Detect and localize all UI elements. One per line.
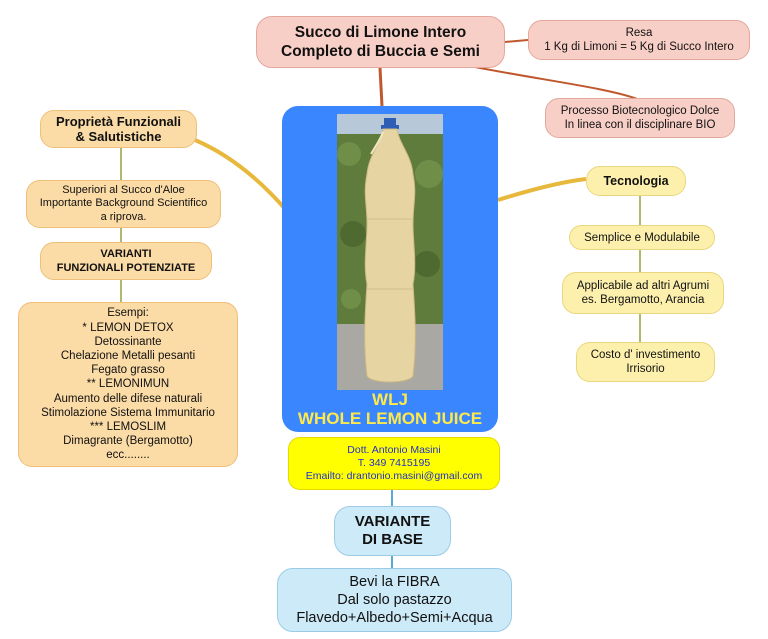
esempi-line-4: Chelazione Metalli pesanti bbox=[60, 349, 196, 362]
superiori-line-2: Importante Background Scientifico bbox=[39, 197, 208, 210]
proprieta-node[interactable]: Proprietà Funzionali & Salutistiche bbox=[40, 110, 197, 148]
varianti-node[interactable]: VARIANTI FUNZIONALI POTENZIATE bbox=[40, 242, 212, 280]
varianti-line-1: VARIANTI bbox=[100, 248, 152, 260]
tecnologia-label: Tecnologia bbox=[603, 174, 669, 188]
esempi-line-8: Stimolazione Sistema Immunitario bbox=[41, 406, 215, 419]
esempi-node[interactable]: Esempi: * LEMON DETOX Detossinante Chela… bbox=[18, 302, 238, 467]
esempi-line-9: *** LEMOSLIM bbox=[89, 421, 167, 433]
applicabile-line-1: Applicabile ad altri Agrumi bbox=[576, 280, 710, 292]
center-title: WLJ WHOLE LEMON JUICE bbox=[282, 390, 498, 428]
esempi-line-3: Detossinante bbox=[94, 335, 162, 348]
center-title-line-2: WHOLE LEMON JUICE bbox=[297, 409, 483, 428]
resa-node[interactable]: Resa 1 Kg di Limoni = 5 Kg di Succo Inte… bbox=[528, 20, 750, 60]
semplice-node[interactable]: Semplice e Modulabile bbox=[569, 225, 715, 250]
root-line-1: Succo di Limone Intero bbox=[294, 24, 467, 41]
fibra-line-1: Bevi la FIBRA bbox=[349, 574, 440, 590]
esempi-line-1: Esempi: bbox=[107, 307, 149, 320]
bottle-illustration bbox=[337, 114, 443, 390]
costo-line-1: Costo d' investimento bbox=[590, 349, 701, 361]
variante-base-node[interactable]: VARIANTE DI BASE bbox=[334, 506, 451, 556]
esempi-line-2: * LEMON DETOX bbox=[82, 321, 174, 334]
applicabile-node[interactable]: Applicabile ad altri Agrumi es. Bergamot… bbox=[562, 272, 724, 314]
tecnologia-node[interactable]: Tecnologia bbox=[586, 166, 686, 196]
esempi-line-10: Dimagrante (Bergamotto) bbox=[63, 435, 193, 448]
contact-phone: T. 349 7415195 bbox=[357, 457, 431, 469]
contact-node[interactable]: Dott. Antonio Masini T. 349 7415195 Emai… bbox=[288, 437, 500, 490]
applicabile-line-2: es. Bergamotto, Arancia bbox=[581, 294, 705, 306]
variante-line-1: VARIANTE bbox=[354, 513, 431, 530]
resa-line-1: Resa bbox=[625, 27, 653, 39]
link-center-proprieta bbox=[194, 138, 288, 212]
processo-node[interactable]: Processo Biotecnologico Dolce In linea c… bbox=[545, 98, 735, 138]
resa-line-2: 1 Kg di Limoni = 5 Kg di Succo Intero bbox=[544, 41, 734, 53]
varianti-line-2: FUNZIONALI POTENZIATE bbox=[56, 262, 196, 274]
link-root-center bbox=[378, 67, 384, 107]
costo-line-2: Irrisorio bbox=[626, 363, 665, 375]
link-center-tecnologia bbox=[497, 177, 587, 202]
superiori-line-1: Superiori al Succo d'Aloe bbox=[62, 183, 185, 196]
semplice-label: Semplice e Modulabile bbox=[584, 231, 700, 244]
fibra-line-3: Flavedo+Albedo+Semi+Acqua bbox=[296, 610, 493, 626]
contact-name: Dott. Antonio Masini bbox=[347, 444, 441, 456]
proprieta-line-2: & Salutistiche bbox=[75, 129, 162, 144]
esempi-line-7: Aumento delle difese naturali bbox=[53, 392, 203, 405]
superiori-line-3: a riprova. bbox=[100, 210, 147, 223]
root-node-succo-limone[interactable]: Succo di Limone Intero Completo di Bucci… bbox=[256, 16, 505, 68]
superiori-node[interactable]: Superiori al Succo d'Aloe Importante Bac… bbox=[26, 180, 221, 228]
costo-node[interactable]: Costo d' investimento Irrisorio bbox=[576, 342, 715, 382]
esempi-line-5: Fegato grasso bbox=[91, 364, 165, 377]
esempi-line-11: ecc........ bbox=[106, 449, 150, 462]
root-line-2: Completo di Buccia e Semi bbox=[281, 43, 480, 60]
fibra-node[interactable]: Bevi la FIBRA Dal solo pastazzo Flavedo+… bbox=[277, 568, 512, 632]
proprieta-line-1: Proprietà Funzionali bbox=[56, 114, 181, 129]
processo-line-1: Processo Biotecnologico Dolce bbox=[560, 105, 720, 117]
variante-line-2: DI BASE bbox=[362, 531, 423, 548]
link-root-resa bbox=[504, 39, 529, 43]
center-node-wlj[interactable]: WLJ WHOLE LEMON JUICE bbox=[282, 106, 498, 432]
center-title-line-1: WLJ bbox=[372, 390, 408, 409]
processo-line-2: In linea con il disciplinare BIO bbox=[564, 119, 716, 131]
link-root-processo bbox=[469, 65, 641, 101]
bottle-photo bbox=[337, 114, 443, 390]
fibra-line-2: Dal solo pastazzo bbox=[337, 592, 452, 608]
contact-email: Emailto: drantonio.masini@gmail.com bbox=[305, 470, 483, 482]
esempi-line-6: ** LEMONIMUN bbox=[86, 378, 170, 391]
